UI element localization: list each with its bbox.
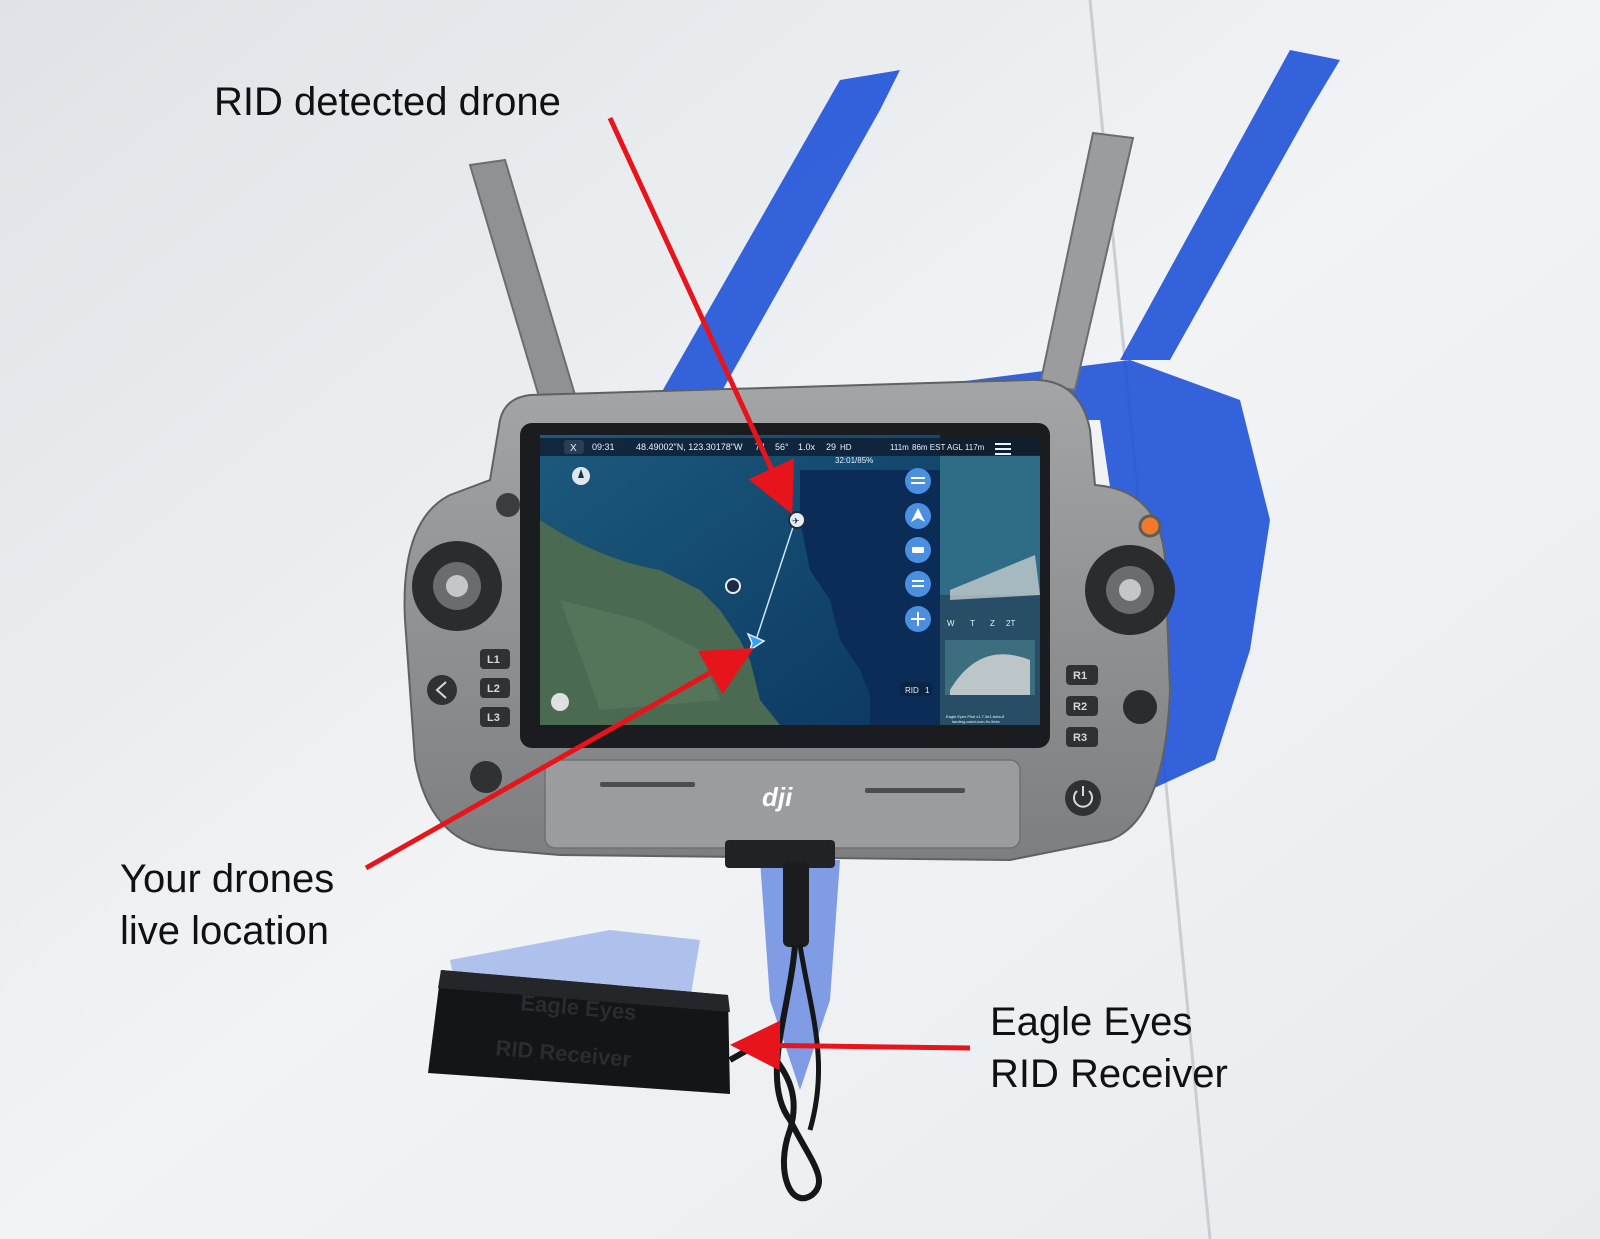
label-receiver-line2: RID Receiver (990, 1052, 1228, 1096)
compass-icon[interactable] (572, 467, 590, 485)
menu-icon[interactable] (995, 443, 1011, 455)
right-joystick[interactable] (1085, 545, 1175, 635)
svg-text:L1: L1 (487, 654, 500, 666)
rid-count: 1 (925, 686, 930, 695)
layers-button[interactable] (905, 468, 931, 494)
close-button[interactable] (564, 440, 584, 454)
label-receiver: Eagle Eyes RID Receiver (990, 996, 1228, 1100)
key-r1[interactable]: R1 (1066, 665, 1098, 685)
flight-mode-button[interactable] (905, 537, 931, 563)
back-button[interactable] (427, 675, 457, 705)
coordinates-readout: 48.49002"N, 123.30178"W (636, 442, 743, 452)
quality-readout: HD (840, 443, 852, 452)
svg-text:✈: ✈ (792, 516, 800, 526)
svg-text:L3: L3 (487, 712, 500, 724)
app-version-line2: landing-catch-ixon-fix-5ebc (952, 719, 1000, 724)
app-version-line1: Eagle Eyes Pilot v1.7.3e1-beta-8 (946, 714, 1005, 719)
progress-readout: 32:01/85% (835, 456, 873, 465)
add-button[interactable] (905, 606, 931, 632)
signal-readout: 29 (826, 442, 836, 452)
rid-drone-marker-icon[interactable]: ✈ (788, 511, 806, 529)
c-button[interactable] (1123, 690, 1157, 724)
power-button[interactable] (1065, 780, 1101, 816)
left-joystick[interactable] (412, 541, 502, 631)
label-your-drone-line2: live location (120, 909, 330, 953)
left-keys: L1 L2 L3 (480, 649, 510, 727)
speaker-grills (600, 782, 965, 793)
label-your-drone: Your drones live location (120, 853, 334, 957)
rid-badge[interactable]: RID 1 (900, 682, 932, 696)
time-readout: 09:31 (592, 442, 615, 452)
tilt-readout: 56° (775, 442, 789, 452)
altitude-readout: 111m (890, 443, 909, 452)
zoom-tab-z[interactable]: Z (990, 619, 995, 628)
arrow-your-drone (364, 648, 754, 871)
label-your-drone-line1: Your drones (120, 857, 335, 901)
navigate-button[interactable] (905, 503, 931, 529)
svg-text:R1: R1 (1073, 670, 1087, 682)
zoom-tabs: W T Z 2T (947, 619, 1015, 628)
map-action-buttons (905, 468, 931, 632)
svg-text:R2: R2 (1073, 701, 1087, 713)
dji-logo: dji (762, 782, 793, 812)
right-antenna (1038, 131, 1135, 392)
five-dimension-button[interactable] (496, 493, 520, 517)
key-r3[interactable]: R3 (1066, 727, 1098, 747)
svg-text:R3: R3 (1073, 732, 1087, 744)
label-rid-detected-text: RID detected drone (214, 80, 561, 124)
zoom-readout: 1.0x (798, 442, 816, 452)
svg-text:L2: L2 (487, 683, 500, 695)
rid-badge-label: RID (905, 686, 919, 695)
key-l2[interactable]: L2 (480, 678, 510, 698)
key-l3[interactable]: L3 (480, 707, 510, 727)
flight-pause-button[interactable] (470, 761, 502, 793)
arrow-receiver (730, 1020, 971, 1071)
right-keys: R1 R2 R3 (1066, 665, 1098, 747)
key-r2[interactable]: R2 (1066, 696, 1098, 716)
zoom-tab-w[interactable]: W (947, 619, 955, 628)
key-l1[interactable]: L1 (480, 649, 510, 669)
rid-receiver-device: Eagle Eyes RID Receiver (428, 970, 730, 1094)
record-button[interactable] (1138, 514, 1162, 538)
close-label: X (570, 443, 577, 454)
pilot-marker-icon[interactable] (725, 578, 741, 594)
label-receiver-line1: Eagle Eyes (990, 1000, 1193, 1044)
map-screen[interactable] (540, 435, 1040, 725)
zoom-tab-2t[interactable]: 2T (1006, 619, 1015, 628)
label-rid-detected: RID detected drone (214, 76, 561, 128)
status-bar: X 09:31 48.49002"N, 123.30178"W 74 56° 1… (540, 438, 1040, 465)
arrow-rid-detected (607, 116, 794, 515)
list-button[interactable] (905, 571, 931, 597)
zoom-tab-t[interactable]: T (970, 619, 975, 628)
annotation-arrows (364, 116, 971, 1071)
agl-readout: 86m EST AGL 117m (912, 443, 985, 452)
